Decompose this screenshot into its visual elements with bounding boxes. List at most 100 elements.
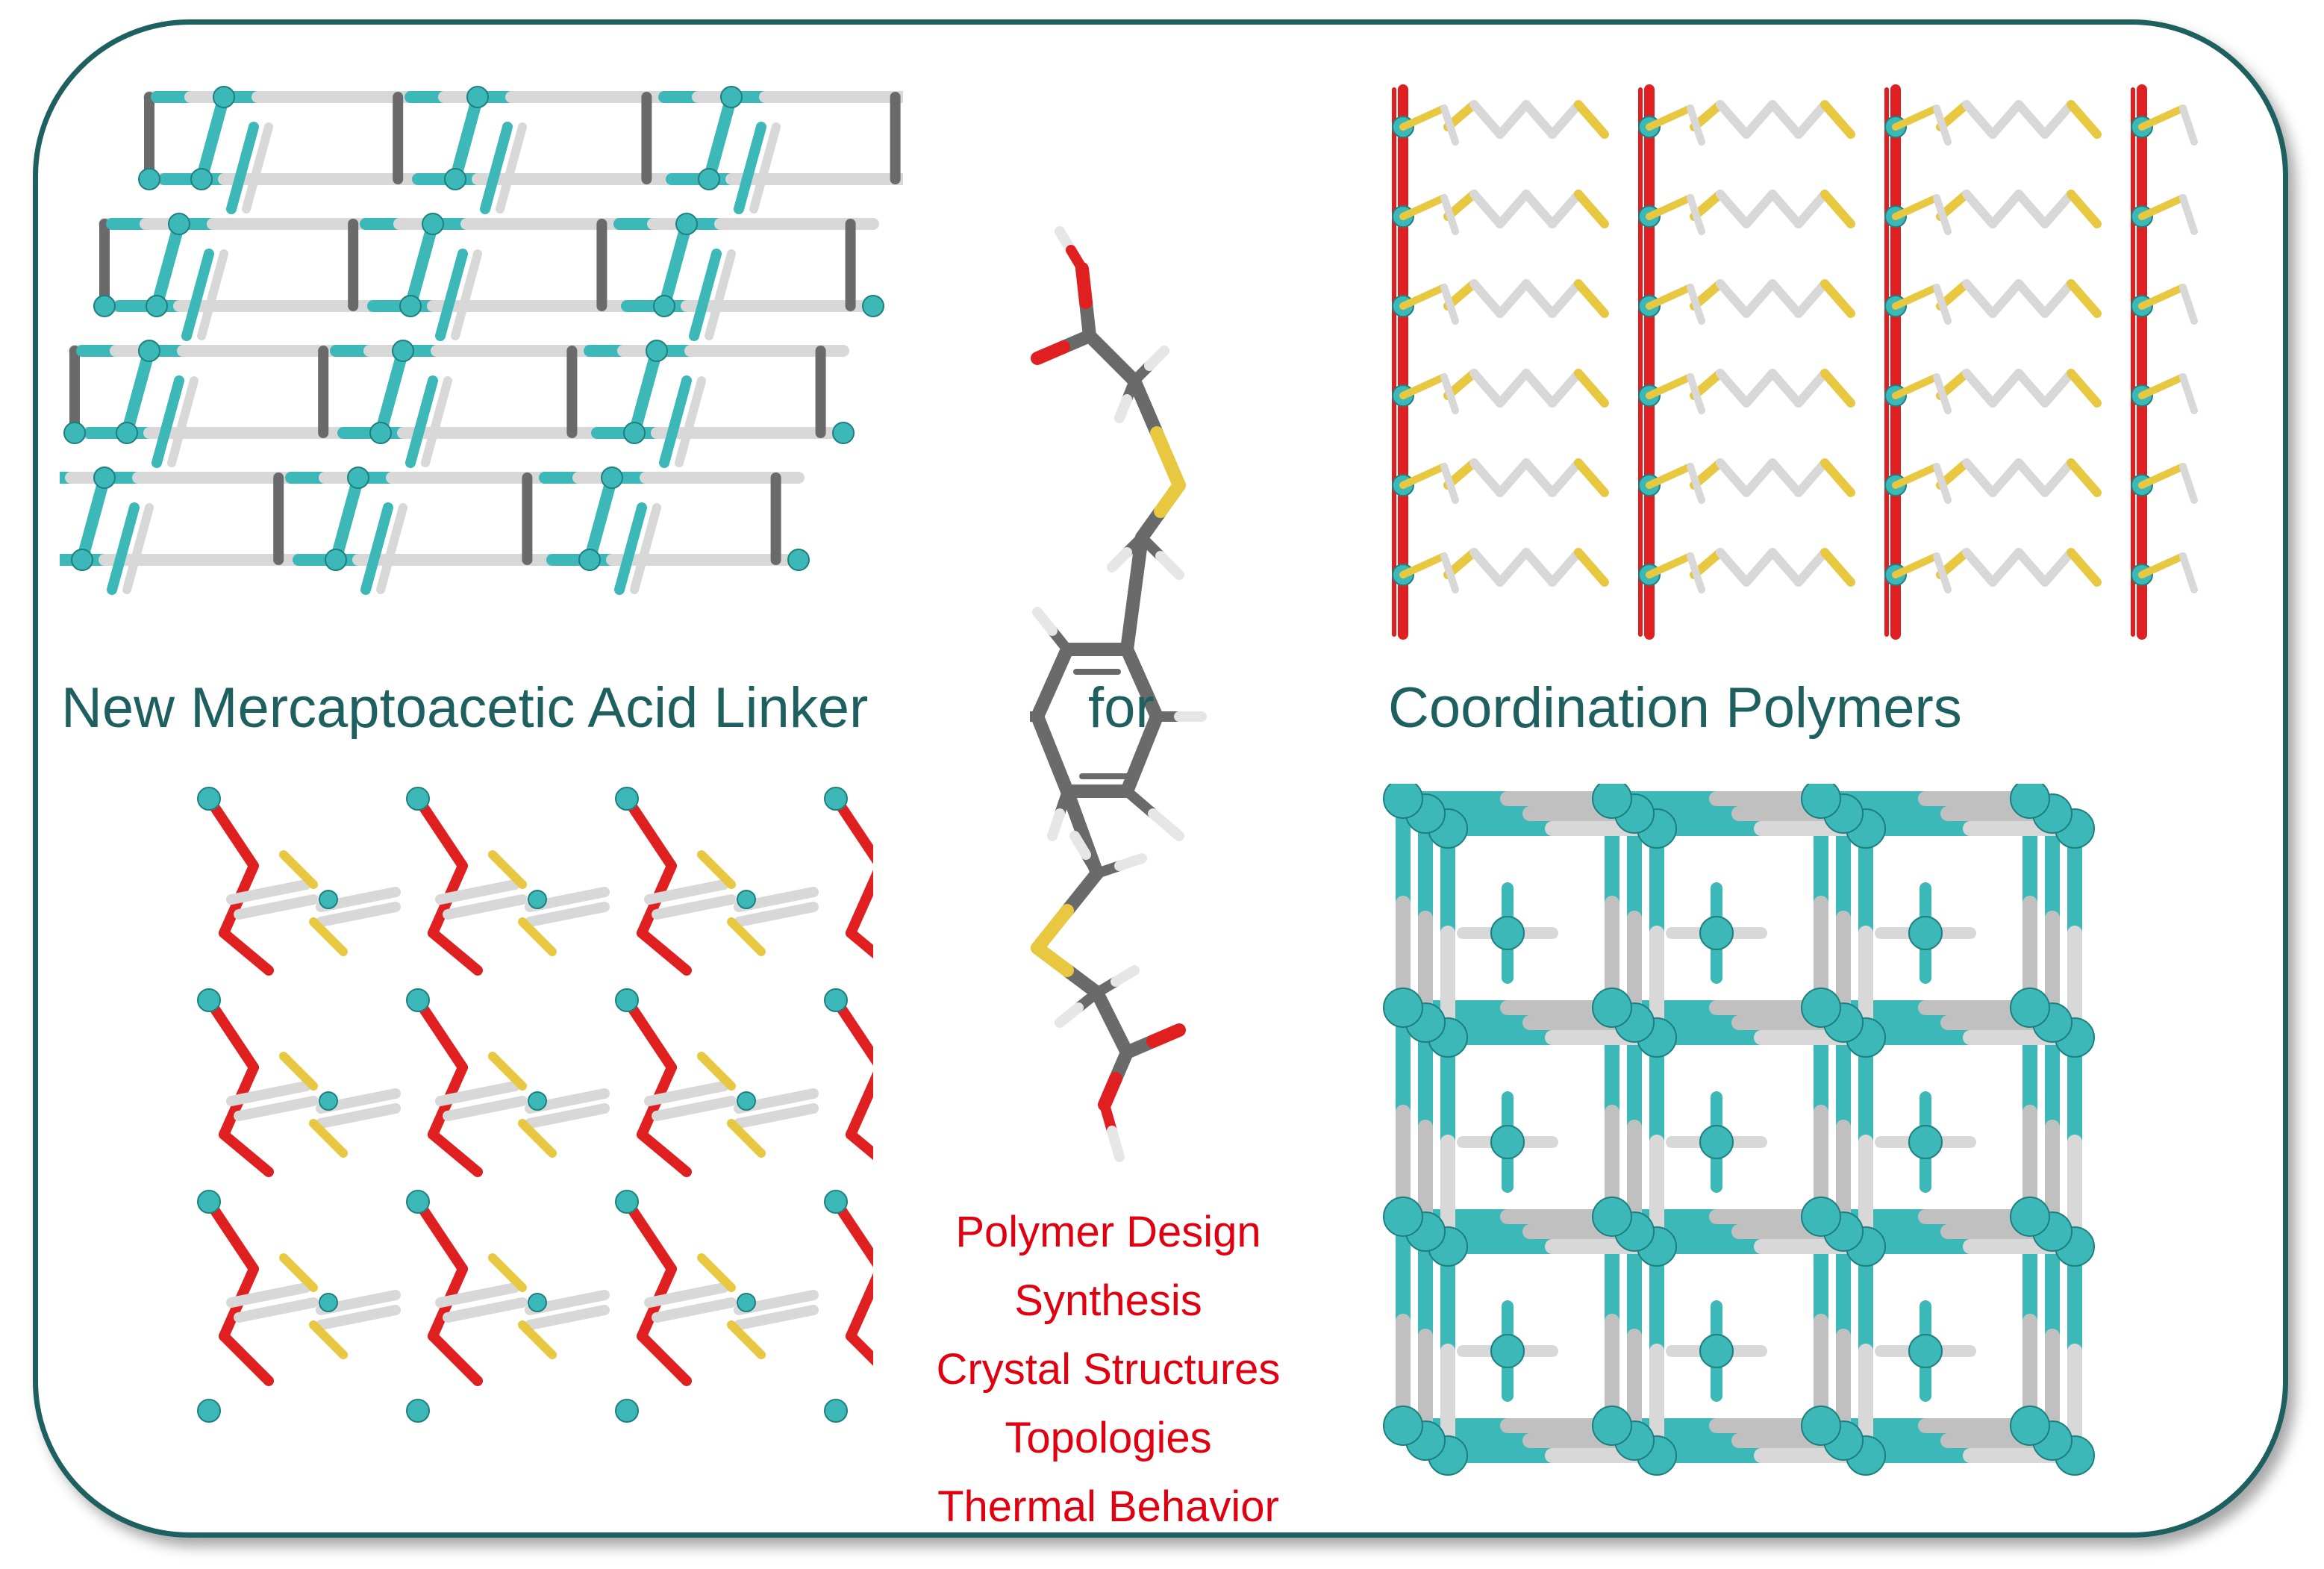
bond (622, 793, 677, 871)
bond (703, 91, 737, 185)
bond (1988, 279, 2023, 318)
bond (413, 793, 468, 871)
bond (1794, 100, 1829, 139)
bond (1646, 552, 1694, 578)
metal-node (1908, 1125, 1943, 1159)
metal-node (578, 549, 601, 571)
bond (622, 995, 677, 1073)
bond (831, 1197, 873, 1267)
metal-node (824, 1399, 848, 1423)
bond (435, 879, 520, 905)
metal-node (406, 1190, 430, 1214)
bond (1794, 548, 1829, 587)
bond (518, 1320, 557, 1359)
bond (2179, 463, 2198, 504)
bond (2067, 458, 2102, 497)
bond (734, 1103, 819, 1129)
metal-node (406, 787, 430, 811)
metal-node (197, 988, 221, 1012)
bond (1742, 190, 1777, 228)
bond (525, 1305, 610, 1330)
bond (234, 1297, 319, 1323)
bond (628, 345, 663, 439)
bond (1114, 853, 1147, 871)
bond (1144, 346, 1169, 371)
topic-list: Polymer Design Synthesis Crystal Structu… (873, 1198, 1343, 1541)
bond (1469, 190, 1505, 228)
bond (1522, 548, 1557, 587)
bond (1646, 194, 1694, 220)
bond (443, 894, 528, 920)
bond (1055, 1002, 1084, 1028)
topic-topologies: Topologies (1005, 1414, 1212, 1462)
metal-node (2010, 1406, 2050, 1446)
rounded-frame (33, 19, 2288, 1538)
bond (2040, 190, 2075, 228)
bond (1820, 190, 1855, 228)
bond (644, 1282, 729, 1308)
bond (1646, 284, 1694, 310)
metal-node (824, 1190, 848, 1214)
bond (2138, 463, 2187, 489)
bond (196, 91, 230, 185)
bond (1469, 369, 1505, 408)
bond (1574, 548, 1609, 587)
bond (226, 1282, 311, 1308)
bond (1090, 986, 1134, 1059)
bond (1496, 458, 1531, 497)
bond (1646, 463, 1694, 489)
bond (1933, 284, 1952, 325)
bond (1574, 279, 1609, 318)
bond (1440, 373, 1459, 414)
bond (637, 1331, 692, 1386)
bond (1933, 105, 1952, 146)
bond (697, 1253, 736, 1292)
bond (1522, 458, 1557, 497)
metal-node (1699, 1125, 1734, 1159)
bond (2179, 105, 2198, 146)
bond (525, 1103, 610, 1129)
bond (1122, 786, 1158, 819)
bond (1440, 194, 1459, 235)
metal-node (824, 787, 848, 811)
bond (1716, 369, 1751, 408)
bond (659, 375, 692, 468)
bond (1716, 548, 1751, 587)
bond (2040, 100, 2075, 139)
metal-node (528, 1091, 547, 1111)
bond (1574, 458, 1609, 497)
bond (181, 249, 214, 341)
metal-node (93, 467, 116, 489)
bond (652, 894, 737, 920)
bond (1399, 552, 1448, 578)
bond (1031, 941, 1074, 977)
metal-node (406, 988, 430, 1012)
bond (1716, 458, 1751, 497)
bond (197, 249, 228, 340)
bond (831, 995, 873, 1066)
bond (1548, 548, 1583, 587)
metal-node (615, 1190, 639, 1214)
bond (122, 503, 154, 594)
bond (1742, 548, 1777, 587)
bond (2138, 194, 2187, 220)
bond (2014, 548, 2049, 587)
bond (2067, 369, 2102, 408)
bond (2040, 548, 2075, 587)
bond (1083, 329, 1141, 387)
bond (405, 375, 438, 468)
bond (1469, 548, 1505, 587)
bond (675, 376, 706, 467)
bond (1548, 458, 1583, 497)
bond (1716, 100, 1751, 139)
bond (428, 928, 483, 976)
bond (1988, 190, 2023, 228)
bond (226, 122, 259, 214)
metal-node (347, 467, 369, 489)
bond (689, 249, 722, 341)
metal-node (168, 213, 190, 235)
bond (1399, 105, 1448, 131)
metal-node (737, 1293, 756, 1312)
metal-node (319, 1293, 338, 1312)
layered-net-structure (60, 75, 903, 657)
